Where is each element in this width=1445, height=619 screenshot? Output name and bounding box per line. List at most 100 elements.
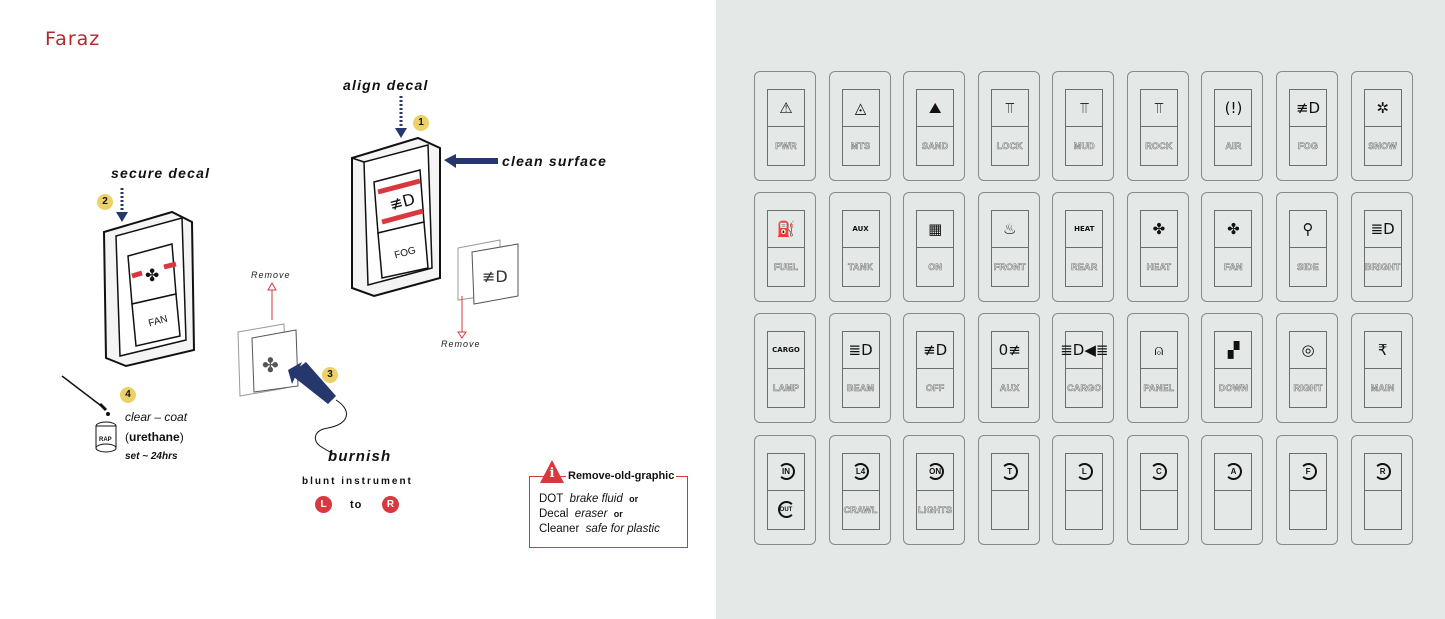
switch-card[interactable]: ₹MAIN (1350, 313, 1413, 424)
switch-top-half: F (1289, 452, 1328, 490)
switch-card[interactable]: HEAT REAR (1052, 192, 1115, 303)
switch-card[interactable]: ⛽FUEL (754, 192, 816, 303)
switch-top-half: ≣D (841, 331, 880, 369)
switch-card[interactable]: ◎RIGHT (1276, 313, 1339, 424)
step-1-badge: 1 (413, 115, 429, 131)
switch-bottom-half: TANK (841, 247, 880, 288)
switch-card[interactable]: ≢D OFF (903, 313, 966, 424)
fog-label: FOG (393, 245, 417, 261)
switch-bottom-half: FAN (1214, 247, 1253, 288)
switch-label: SIDE (1297, 262, 1319, 273)
switch-top-half: ₹ (1363, 331, 1402, 369)
switch-bottom-half: LIGHTS (916, 489, 955, 530)
switch-bottom-half: ROCK (1139, 126, 1178, 166)
switch-card[interactable]: (!)AIR (1201, 71, 1264, 181)
low-range-icon: L4 (852, 463, 870, 481)
fog-switch-illustration: ≢D FOG (351, 136, 441, 298)
beam-icon: ≣D (848, 340, 873, 359)
switch-bottom-half: OFF (916, 368, 955, 409)
switch-label: OFF (925, 383, 945, 394)
switch-card[interactable]: ⚲ SIDE (1276, 192, 1339, 303)
switch-card[interactable]: ON LIGHTS (903, 434, 966, 545)
fan-heat-icon: ✤ (1152, 219, 1166, 238)
switch-top-half: ⫪ (1065, 89, 1104, 126)
switch-top-half: T (990, 452, 1029, 490)
box-line-1: DOT brake fluid or (539, 493, 639, 505)
switch-card[interactable]: A (1201, 434, 1264, 545)
switch-bottom-half: FRONT (990, 247, 1029, 288)
switch-card[interactable]: ▞DOWN (1201, 313, 1264, 424)
switch-top-half: ≣D◀≣ (1060, 331, 1108, 369)
fog-off-icon: ≢D (923, 340, 948, 359)
switch-card[interactable]: ✤FAN (1201, 192, 1264, 303)
remove-bottom-label: Remove (441, 339, 481, 349)
blunt-instrument-label: blunt instrument (302, 476, 413, 487)
step-2-badge: 2 (97, 194, 113, 210)
to-label: to (350, 499, 363, 511)
right-light-icon: ◎ (1301, 340, 1315, 359)
axle-rock-icon: ⫪ (1154, 98, 1164, 117)
switch-top-half: ⛽ (767, 210, 805, 248)
switch-card[interactable]: ⛰SAND (903, 71, 966, 181)
decal-illustration: ≢D FOG ✤ FAN ≢D ✤ (61, 96, 519, 455)
switch-bottom-half: BRIGHT (1363, 247, 1402, 288)
switch-card[interactable]: ⍝ PANEL (1126, 313, 1189, 424)
rear-heat-icon: HEAT (1074, 225, 1095, 234)
switch-card[interactable]: ✤HEAT (1126, 192, 1189, 303)
switch-bottom-half: MUD (1065, 126, 1104, 166)
switch-top-half: ⚲ (1289, 210, 1328, 248)
switch-label: LIGHTS (918, 504, 953, 515)
remove-top-label: Remove (251, 270, 291, 280)
switch-card[interactable]: ♨FRONT (977, 192, 1040, 303)
warning-triangle-icon: ⚠ (779, 98, 793, 117)
switch-card[interactable]: CARGO LAMP (754, 313, 816, 424)
switch-card[interactable]: ◬MTS (828, 71, 891, 181)
switch-top-half: R (1363, 452, 1402, 490)
switch-label: BRIGHT (1364, 262, 1401, 273)
clear-coat-note: clear – coat (urethane) set ~ 24hrs (125, 407, 187, 467)
switch-top-half: AUX (841, 210, 880, 248)
cargo-lights-icon: ≣D◀≣ (1060, 340, 1109, 359)
switch-label: LAMP (772, 383, 800, 394)
switch-top-half: ⍝ (1139, 331, 1178, 369)
switch-card[interactable]: L (1052, 434, 1115, 545)
switch-card[interactable]: ≣D◀≣ CARGO (1052, 313, 1115, 424)
switch-bottom-half: CARGO (1065, 368, 1104, 409)
tire-pressure-icon: (!) (1224, 98, 1243, 117)
info-letter: i (549, 466, 555, 481)
switch-bottom-half: REAR (1065, 247, 1104, 288)
info-warning-icon (540, 460, 564, 483)
switch-card[interactable]: ⫪LOCK (977, 71, 1040, 181)
switch-label: BEAM (846, 383, 875, 394)
switch-card[interactable]: 0≢AUX (977, 313, 1040, 424)
switch-card[interactable]: R (1350, 434, 1413, 545)
switch-top-half: A (1214, 452, 1253, 490)
switch-label: PANEL (1143, 383, 1175, 394)
switch-card[interactable]: ≣D BEAM (828, 313, 891, 424)
switch-card[interactable]: C (1126, 434, 1189, 545)
switch-card[interactable]: ✲SNOW (1350, 71, 1413, 181)
cargo-lamp-icon: CARGO (772, 346, 800, 355)
lights-on-icon: ON (926, 463, 944, 481)
switch-top-half: ON (916, 452, 955, 490)
snowflake-icon: ✲ (1376, 98, 1389, 117)
urethane-line: (urethane) (125, 430, 184, 444)
switch-card[interactable]: F (1276, 434, 1339, 545)
switch-top-half: ▞ (1214, 331, 1253, 369)
switch-card[interactable]: ▦ON (903, 192, 966, 303)
switch-bottom-half (990, 489, 1029, 530)
switch-top-half: ♨ (990, 210, 1029, 248)
step-3-badge: 3 (322, 367, 338, 383)
switch-card[interactable]: ⫪ ROCK (1126, 71, 1189, 181)
switch-card[interactable]: ⚠PWR (754, 71, 816, 181)
switch-card[interactable]: T (977, 434, 1040, 545)
fan-switch-illustration: ✤ FAN (102, 210, 196, 368)
rear-defrost-icon: ▦ (928, 219, 943, 238)
switch-card[interactable]: ⫪MUD (1052, 71, 1115, 181)
switch-top-half: L4 (841, 452, 880, 490)
